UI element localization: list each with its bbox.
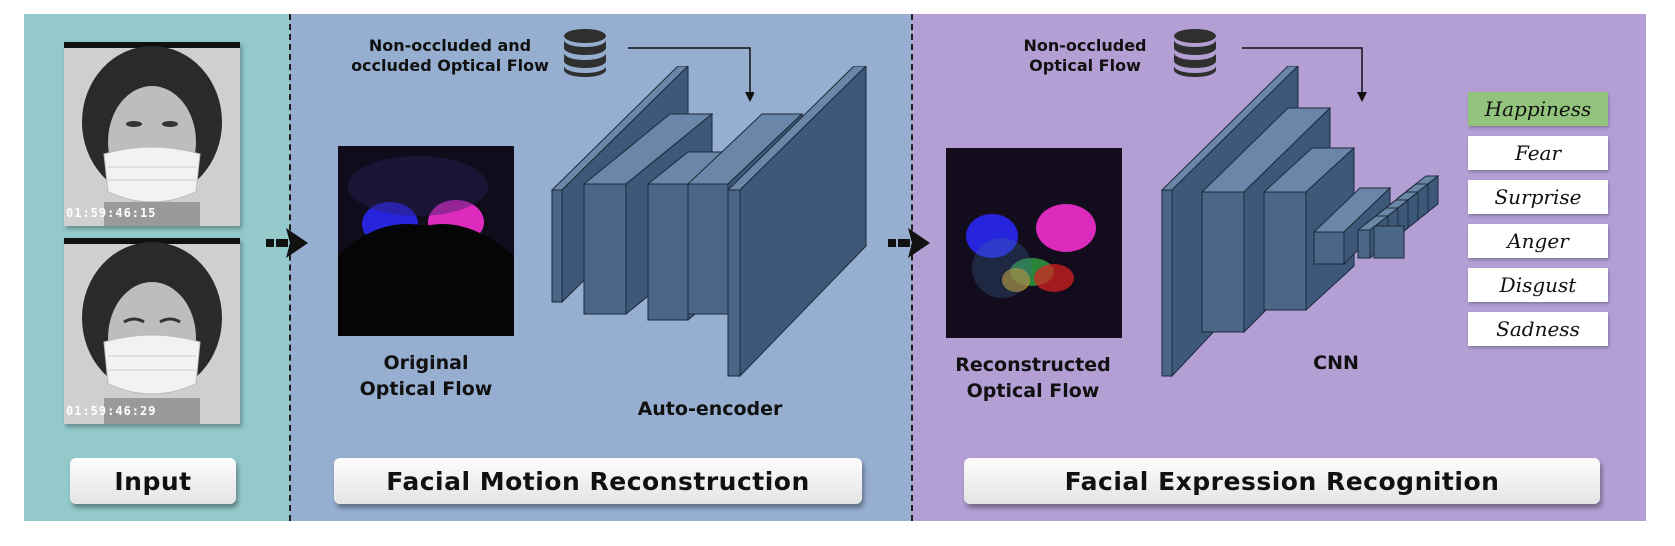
original-optical-flow-image	[338, 146, 514, 336]
reconstruction-db-line-1: Non-occluded and	[368, 36, 532, 55]
input-frame-2: 01:59:46:29	[64, 238, 240, 424]
masked-face-image-1	[64, 42, 240, 226]
reconstructed-flow-heatmap	[946, 148, 1122, 338]
database-icon	[1174, 29, 1216, 77]
database-icon	[564, 29, 606, 77]
input-title: Input	[70, 458, 236, 504]
input-frame-1: 01:59:46:15	[64, 42, 240, 226]
cnn-caption: CNN	[1313, 352, 1359, 374]
frame-1-timestamp: 01:59:46:15	[66, 206, 157, 220]
recognition-title: Facial Expression Recognition	[964, 458, 1600, 504]
original-flow-heatmap	[338, 146, 514, 336]
emotion-sadness: Sadness	[1468, 312, 1608, 346]
reconstructed-optical-flow-image	[946, 148, 1122, 338]
reconstruction-title: Facial Motion Reconstruction	[334, 458, 862, 504]
reconstructed-flow-caption: Reconstructed Optical Flow	[930, 352, 1136, 404]
masked-face-image-2	[64, 238, 240, 424]
recognition-db-line-1: Non-occluded	[1023, 36, 1147, 55]
arrow-to-recognition-icon	[888, 228, 930, 258]
emotion-happiness: Happiness	[1468, 92, 1608, 126]
recognition-db-line-2: Optical Flow	[1029, 56, 1141, 75]
cnn-network	[1160, 66, 1440, 378]
original-flow-caption-line-1: Original	[383, 352, 469, 374]
original-flow-caption: Original Optical Flow	[330, 350, 522, 402]
reconstruction-database-label: Non-occluded and occluded Optical Flow	[345, 36, 555, 76]
divider-right	[911, 14, 913, 521]
emotion-fear: Fear	[1468, 136, 1608, 170]
reconstruction-db-line-2: occluded Optical Flow	[351, 56, 549, 75]
frame-2-timestamp: 01:59:46:29	[66, 404, 157, 418]
autoencoder-network	[550, 66, 867, 378]
emotion-disgust: Disgust	[1468, 268, 1608, 302]
emotion-surprise: Surprise	[1468, 180, 1608, 214]
emotion-anger: Anger	[1468, 224, 1608, 258]
divider-left	[289, 14, 291, 521]
reconstructed-flow-caption-line-2: Optical Flow	[966, 380, 1100, 402]
reconstruction-db-arrow-icon	[628, 47, 754, 102]
arrow-to-reconstruction-icon	[266, 228, 308, 258]
recognition-db-arrow-icon	[1242, 47, 1367, 102]
recognition-database-label: Non-occluded Optical Flow	[1010, 36, 1160, 76]
reconstructed-flow-caption-line-1: Reconstructed	[955, 354, 1111, 376]
autoencoder-caption: Auto-encoder	[637, 398, 783, 420]
original-flow-caption-line-2: Optical Flow	[359, 378, 493, 400]
